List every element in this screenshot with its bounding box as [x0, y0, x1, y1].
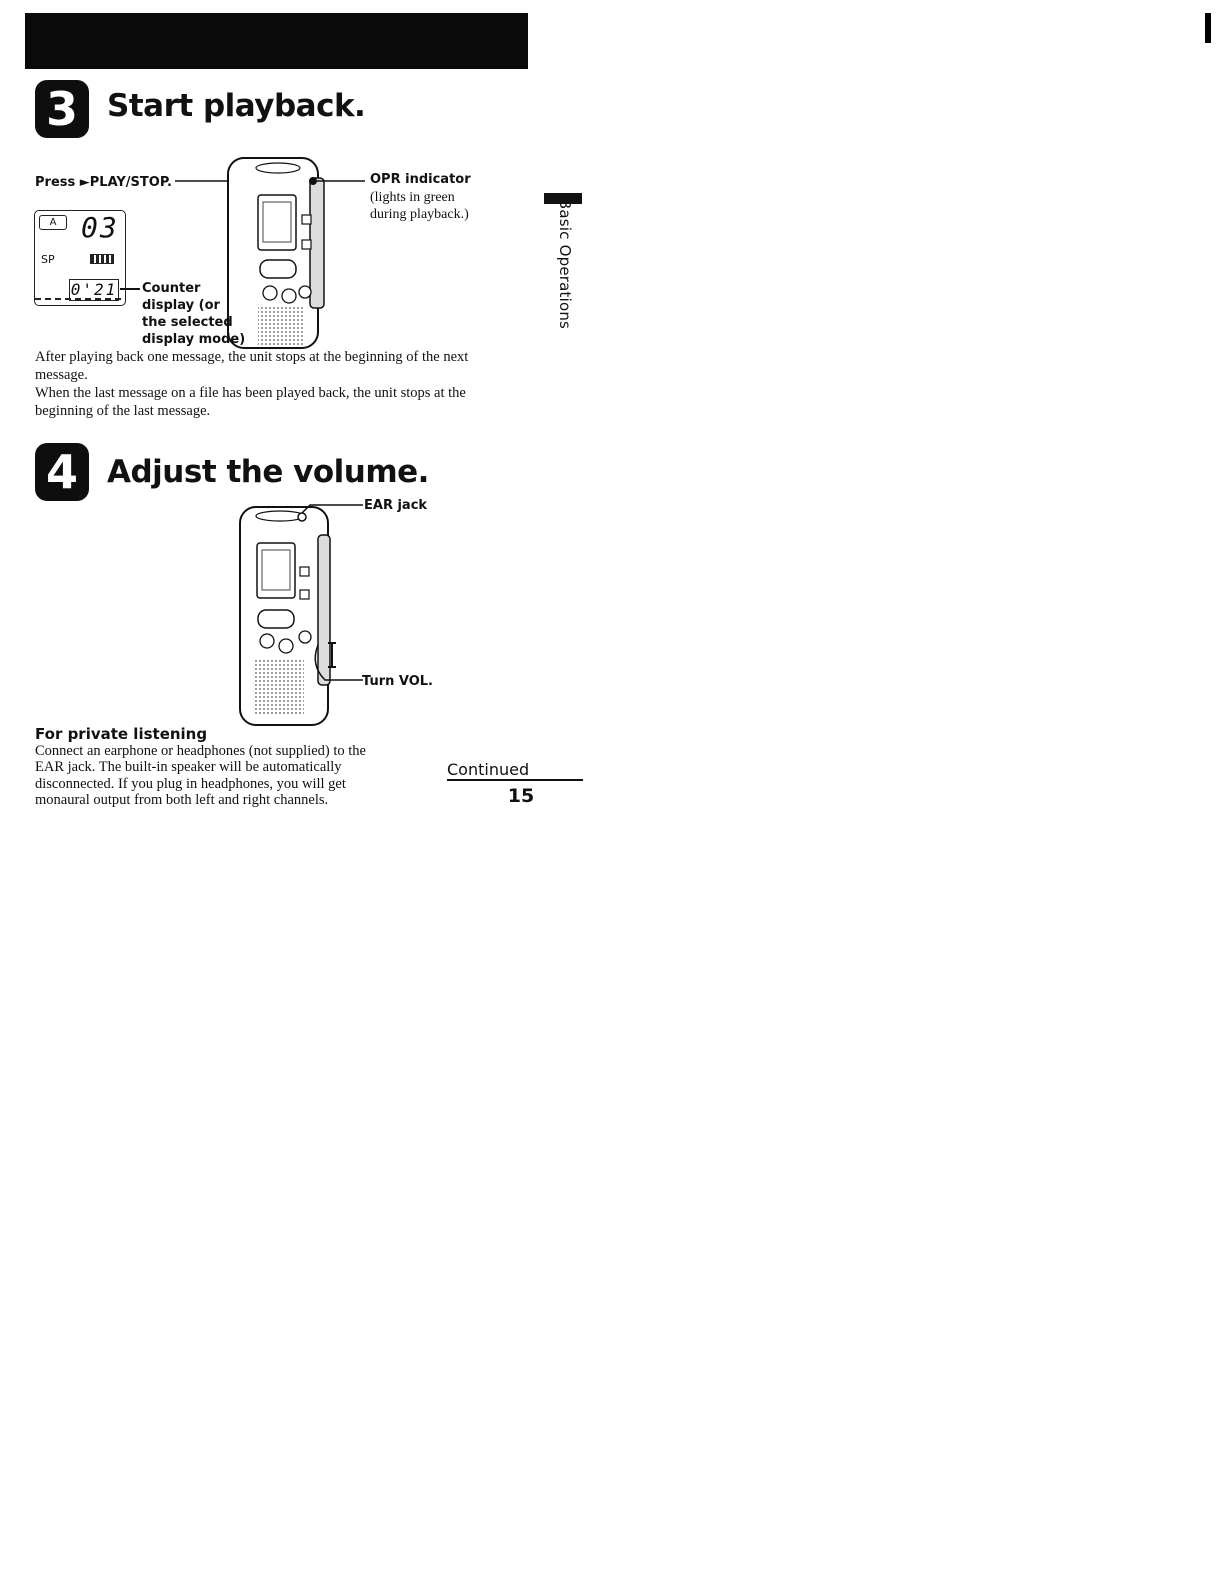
continued-rule — [447, 779, 583, 781]
playback-para-2-line-2: beginning of the last message. — [35, 403, 211, 419]
lcd-counter: 0'21 — [69, 279, 119, 301]
lcd-message-number: 03 — [81, 211, 119, 244]
step-4-heading: Adjust the volume. — [107, 454, 429, 490]
counter-label-line-4: display mode) — [142, 332, 246, 347]
battery-icon — [90, 254, 114, 264]
private-listening-line-4: monaural output from both left and right… — [35, 792, 329, 808]
lcd-mode: SP — [41, 253, 55, 266]
opr-note-line-2: during playback.) — [370, 207, 469, 222]
counter-label-line-3: the selected — [142, 315, 233, 330]
lcd-folder-indicator: A — [39, 215, 67, 230]
side-tab-marker — [544, 193, 582, 204]
recorder-illustration-playback — [175, 157, 365, 349]
page-number: 15 — [507, 785, 535, 807]
step-4-number: 4 — [45, 445, 78, 499]
private-listening-line-2: EAR jack. The built-in speaker will be a… — [35, 759, 342, 775]
recorder-illustration-volume — [239, 504, 363, 726]
side-tab-label: Basic Operations — [556, 198, 574, 330]
opr-indicator-label: OPR indicator — [370, 172, 471, 187]
header-black-bar — [25, 13, 528, 69]
lcd-dash-line — [35, 298, 121, 300]
private-listening-heading: For private listening — [35, 725, 208, 743]
private-listening-line-1: Connect an earphone or headphones (not s… — [35, 743, 366, 759]
playback-para-2-line-1: When the last message on a file has been… — [35, 385, 466, 401]
counter-label-line-1: Counter — [142, 281, 201, 296]
continued-label: Continued — [447, 760, 530, 779]
ear-jack-label: EAR jack — [364, 498, 428, 513]
counter-label-line-2: display (or — [142, 298, 220, 313]
step-3-heading: Start playback. — [107, 88, 366, 124]
counter-callout-line — [120, 288, 140, 290]
edge-mark — [1205, 13, 1211, 43]
lcd-display: A 03 SP 0'21 — [34, 210, 126, 306]
playback-para-1-line-2: message. — [35, 367, 88, 383]
step-3-number: 3 — [45, 82, 78, 136]
opr-note-line-1: (lights in green — [370, 190, 455, 205]
step-3-badge: 3 — [35, 80, 89, 138]
turn-vol-label: Turn VOL. — [362, 674, 433, 689]
private-listening-line-3: disconnected. If you plug in headphones,… — [35, 776, 346, 792]
step-4-badge: 4 — [35, 443, 89, 501]
playback-para-1-line-1: After playing back one message, the unit… — [35, 349, 469, 365]
press-play-stop-label: Press ►PLAY/STOP. — [35, 175, 172, 190]
